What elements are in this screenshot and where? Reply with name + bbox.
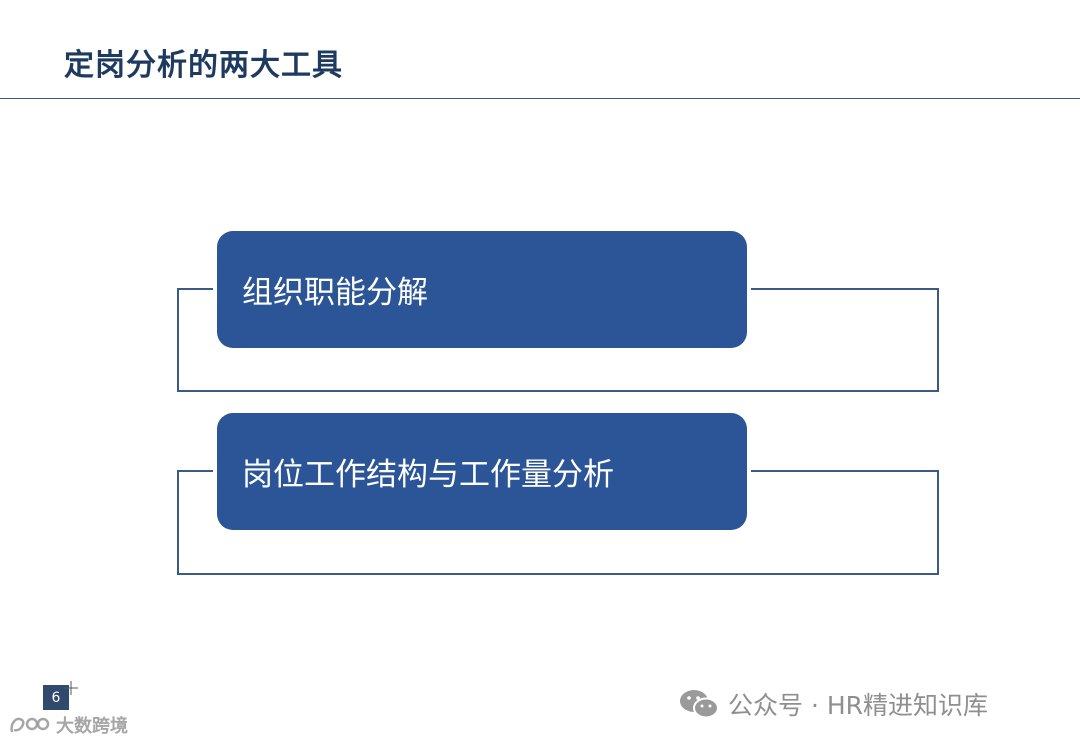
logo-icon	[10, 717, 50, 733]
tool-box-org-function: 组织职能分解	[217, 231, 747, 348]
watermark-text: 大数跨境	[56, 716, 128, 737]
tool-box-job-structure: 岗位工作结构与工作量分析	[217, 413, 747, 530]
tool-label: 组织职能分解	[242, 275, 428, 311]
title-divider	[0, 98, 1080, 99]
tool-label: 岗位工作结构与工作量分析	[242, 457, 614, 493]
wechat-icon	[680, 690, 719, 719]
footer-credit-text: 公众号 · HR精进知识库	[728, 691, 989, 720]
crosshair-icon	[64, 681, 78, 695]
footer-credit: 公众号 · HR精进知识库	[678, 686, 988, 722]
bottom-watermark: 大数跨境	[8, 712, 128, 738]
page-number: 6	[43, 685, 69, 710]
slide-title: 定岗分析的两大工具	[64, 48, 343, 83]
